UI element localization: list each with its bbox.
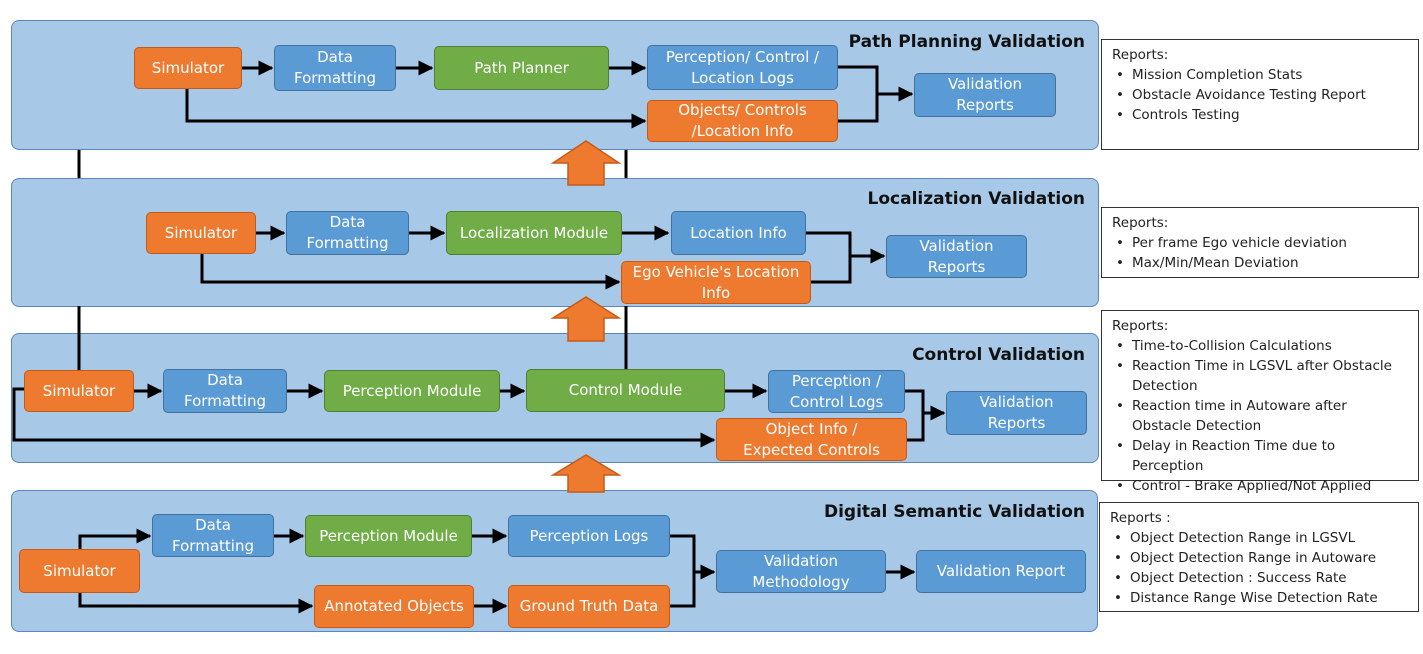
- control-module: Control Module: [526, 369, 725, 412]
- report-item: Controls Testing: [1116, 105, 1410, 125]
- semantic-simulator: Simulator: [19, 549, 140, 593]
- report-heading: Reports:: [1112, 215, 1169, 231]
- localization-module: Localization Module: [446, 211, 622, 255]
- path-planning-title: Path Planning Validation: [848, 32, 1085, 52]
- localization-reports: Reports: Per frame Ego vehicle deviation…: [1101, 207, 1419, 278]
- semantic-data-formatting: Data Formatting: [152, 514, 274, 557]
- semantic-perception-module: Perception Module: [305, 515, 472, 557]
- location-info: Location Info: [671, 211, 806, 255]
- report-item: Time-to-Collision Calculations: [1116, 336, 1410, 356]
- report-item: Delay in Reaction Time due to Perception: [1116, 436, 1410, 476]
- arrow: [185, 89, 647, 129]
- annotated-objects: Annotated Objects: [314, 585, 474, 628]
- control-perception-module: Perception Module: [324, 370, 500, 412]
- report-heading: Reports:: [1112, 47, 1169, 63]
- control-data-formatting: Data Formatting: [163, 369, 287, 413]
- up-arrow-icon: [550, 296, 622, 342]
- up-arrow-icon: [550, 140, 622, 186]
- report-item: Obstacle Avoidance Testing Report: [1116, 85, 1410, 105]
- digital-semantic-title: Digital Semantic Validation: [823, 502, 1085, 522]
- control-validation-reports: Validation Reports: [946, 391, 1087, 435]
- arrow: [905, 389, 925, 442]
- up-arrow-icon: [550, 454, 622, 493]
- report-item: Object Detection : Success Rate: [1114, 568, 1410, 588]
- path-logs: Perception/ Control / Location Logs: [647, 45, 838, 90]
- localization-data-formatting: Data Formatting: [286, 211, 409, 255]
- control-simulator: Simulator: [24, 370, 134, 412]
- report-item: Mission Completion Stats: [1116, 65, 1410, 85]
- report-item: Max/Min/Mean Deviation: [1116, 253, 1410, 273]
- path-info: Objects/ Controls /Location Info: [647, 100, 838, 142]
- control-logs: Perception / Control Logs: [768, 370, 905, 413]
- arrow: [806, 231, 852, 284]
- control-object-info: Object Info / Expected Controls: [716, 418, 907, 461]
- validation-methodology: Validation Methodology: [716, 550, 886, 593]
- report-item: Reaction Time in LGSVL after Obstacle De…: [1116, 356, 1410, 396]
- digital-semantic-reports: Reports : Object Detection Range in LGSV…: [1099, 502, 1419, 612]
- arrow: [200, 254, 621, 290]
- report-item: Object Detection Range in LGSVL: [1114, 528, 1410, 548]
- arrow: [838, 65, 879, 123]
- report-item: Control - Brake Applied/Not Applied: [1116, 476, 1410, 496]
- path-planner: Path Planner: [434, 46, 609, 90]
- localization-simulator: Simulator: [146, 212, 256, 254]
- report-heading: Reports :: [1110, 510, 1171, 526]
- path-validation-reports: Validation Reports: [914, 73, 1056, 117]
- validation-report: Validation Report: [916, 550, 1086, 593]
- path-data-formatting: Data Formatting: [274, 45, 396, 91]
- localization-validation-reports: Validation Reports: [886, 235, 1027, 278]
- report-heading: Reports:: [1112, 318, 1169, 334]
- path-simulator: Simulator: [134, 47, 242, 89]
- localization-title: Localization Validation: [867, 189, 1085, 209]
- control-title: Control Validation: [912, 345, 1085, 365]
- perception-logs: Perception Logs: [508, 515, 670, 557]
- arrow: [12, 387, 716, 448]
- control-reports: Reports: Time-to-Collision Calculations …: [1101, 310, 1419, 496]
- arrow: [670, 534, 696, 608]
- report-item: Reaction time in Autoware after Obstacle…: [1116, 396, 1410, 436]
- report-item: Distance Range Wise Detection Rate: [1114, 588, 1410, 608]
- report-item: Per frame Ego vehicle deviation: [1116, 233, 1410, 253]
- ground-truth-data: Ground Truth Data: [508, 585, 670, 628]
- ego-vehicle-location-info: Ego Vehicle's Location Info: [621, 261, 811, 304]
- report-item: Object Detection Range in Autoware: [1114, 548, 1410, 568]
- path-planning-reports: Reports: Mission Completion Stats Obstac…: [1101, 39, 1419, 150]
